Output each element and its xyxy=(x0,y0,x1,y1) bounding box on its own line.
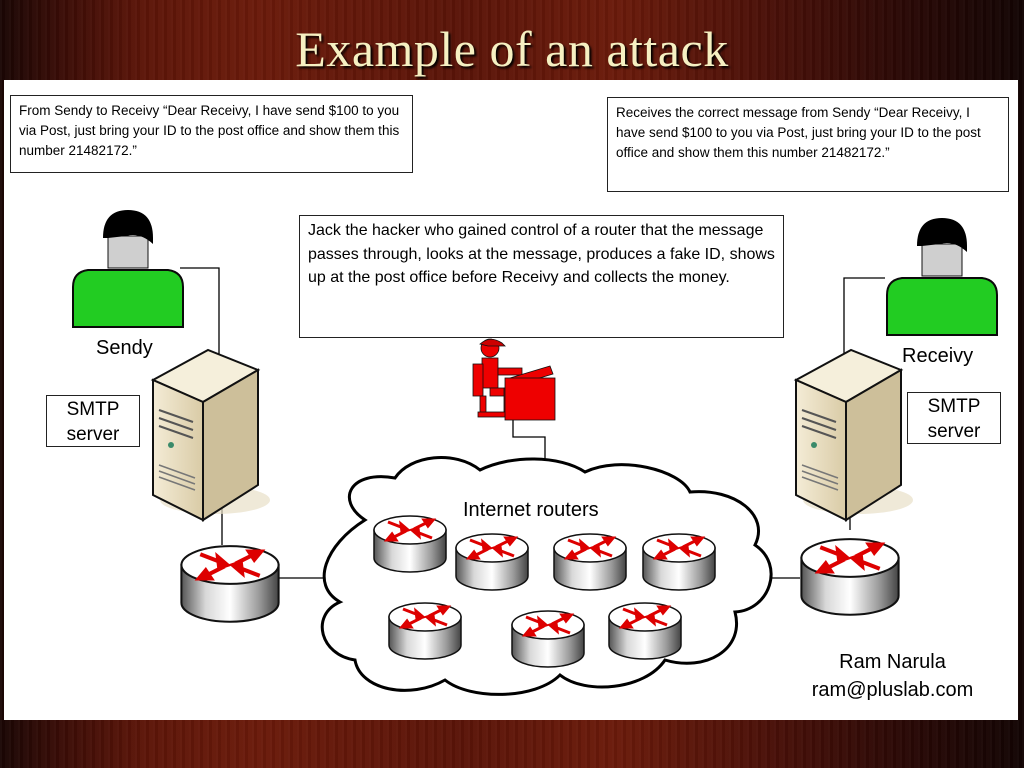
person-icon xyxy=(72,209,184,328)
server-icon[interactable] xyxy=(152,349,270,521)
smtp-server-label-left: SMTP server xyxy=(46,395,140,447)
receivy-message-box: Receives the correct message from Sendy … xyxy=(607,97,1009,192)
author-credit: Ram Narula ram@pluslab.com xyxy=(790,648,995,704)
person-icon xyxy=(886,217,998,336)
router-icon[interactable] xyxy=(607,601,683,661)
router-icon[interactable] xyxy=(372,514,448,574)
author-name: Ram Narula xyxy=(839,651,946,673)
receiver-name: Receivy xyxy=(902,345,974,367)
router-icon[interactable] xyxy=(454,532,530,592)
smtp-label-line2: server xyxy=(66,424,120,445)
smtp-label-line2: server xyxy=(927,421,981,442)
router-icon[interactable] xyxy=(641,532,717,592)
hacker-description-box: Jack the hacker who gained control of a … xyxy=(299,215,784,338)
router-icon[interactable] xyxy=(801,539,898,615)
router-icon[interactable] xyxy=(181,546,278,622)
router-icon[interactable] xyxy=(510,609,586,669)
hacker-icon xyxy=(472,338,556,421)
smtp-label-line1: SMTP xyxy=(66,399,120,420)
cloud-label: Internet routers xyxy=(463,499,599,521)
smtp-server-label-right: SMTP server xyxy=(907,392,1001,444)
server-icon[interactable] xyxy=(795,349,913,521)
router-icon[interactable] xyxy=(552,532,628,592)
sender-name: Sendy xyxy=(96,337,153,359)
author-email: ram@pluslab.com xyxy=(811,679,974,701)
smtp-label-line1: SMTP xyxy=(927,396,981,417)
router-icon[interactable] xyxy=(387,601,463,661)
slide-title: Example of an attack xyxy=(295,21,729,77)
sendy-message-box: From Sendy to Receivy “Dear Receivy, I h… xyxy=(10,95,413,173)
